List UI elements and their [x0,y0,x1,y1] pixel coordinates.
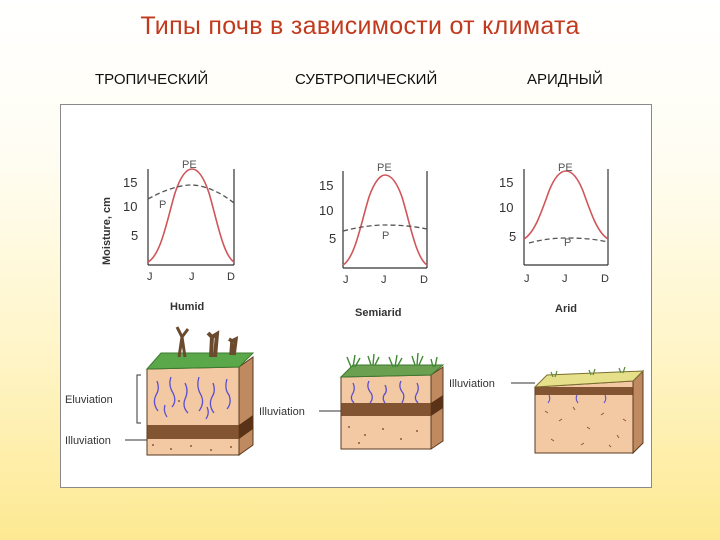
arid-moisture-graph: 15 10 5 PE P J J D Arid [499,162,609,315]
soil-side-face [632,369,644,455]
slide-title: Типы почв в зависимости от климата [140,12,580,40]
pe-label: PE [558,162,573,174]
eluviation-bracket [136,374,141,424]
p-label: P [159,199,166,211]
column-label-subtropical: СУБТРОПИЧЕСКИЙ [295,71,438,88]
p-label: P [564,237,571,249]
y-tick-10: 10 [123,199,137,214]
pe-curve [523,170,609,240]
illuviation-band [147,425,239,439]
pe-label: PE [182,159,197,171]
illuviation-band-side [431,395,443,416]
illuviation-label: Illuviation [259,406,305,418]
eluviation-label: Eluviation [65,394,113,406]
humid-moisture-graph: Moisture, cm 15 10 5 PE P J J D Humid [101,159,235,313]
soil-speckle [544,406,627,448]
p-curve [147,184,235,204]
grass-top [339,364,445,378]
humid-soil-profile: Eluviation Illuviation [65,326,255,456]
y-axis-label: Moisture, cm [101,197,113,265]
illuviation-band [535,387,633,395]
climate-label-arid: Arid [555,303,577,315]
p-curve [342,224,428,232]
tree-trunk-icon [206,330,220,358]
grass-top [145,352,255,370]
illuviation-label: Illuviation [449,378,495,390]
column-label-tropical: ТРОПИЧЕСКИЙ [95,71,209,88]
pe-curve [342,174,428,266]
y-tick-15: 15 [499,175,513,190]
x-tick-j1: J [343,274,349,286]
illuviation-label: Illuviation [65,435,111,447]
soil-speckle [348,426,418,444]
soil-side-face [238,356,254,456]
x-tick-d: D [601,273,609,285]
soil-speckle [152,400,232,451]
water-percolation-marks [350,380,419,404]
surface-top [533,370,645,388]
soil-climate-diagram: Moisture, cm 15 10 5 PE P J J D Humid 15… [65,159,645,456]
semiarid-soil-profile: Illuviation [259,352,445,450]
x-tick-d: D [420,274,428,286]
water-percolation-marks [153,376,231,420]
pe-label: PE [377,162,392,174]
column-label-arid: АРИДНЫЙ [527,71,603,88]
tree-trunk-icon [228,335,239,356]
diagram-panel: Moisture, cm 15 10 5 PE P J J D Humid 15… [60,104,652,488]
y-tick-15: 15 [319,178,333,193]
x-tick-d: D [227,271,235,283]
pe-curve [147,168,235,263]
x-tick-j2: J [562,273,568,285]
climate-label-semiarid: Semiarid [355,307,401,319]
x-tick-j1: J [147,271,153,283]
x-tick-j2: J [381,274,387,286]
y-tick-10: 10 [319,203,333,218]
y-tick-5: 5 [509,229,516,244]
grass-tufts-icon [346,352,438,368]
illuviation-band-side [239,415,253,439]
p-curve [528,237,609,244]
p-label: P [382,230,389,242]
y-tick-5: 5 [131,228,138,243]
illuviation-band [341,403,431,416]
x-tick-j2: J [189,271,195,283]
sparse-vegetation-icon [550,366,626,378]
arid-soil-profile: Illuviation [449,366,645,455]
climate-label-humid: Humid [170,301,204,313]
y-tick-15: 15 [123,175,137,190]
water-percolation-marks [547,394,607,404]
semiarid-moisture-graph: 15 10 5 PE P J J D Semiarid [319,162,428,319]
tree-trunk-icon [175,326,190,358]
y-tick-10: 10 [499,200,513,215]
x-tick-j1: J [524,273,530,285]
soil-front-face [146,366,240,456]
y-tick-5: 5 [329,231,336,246]
